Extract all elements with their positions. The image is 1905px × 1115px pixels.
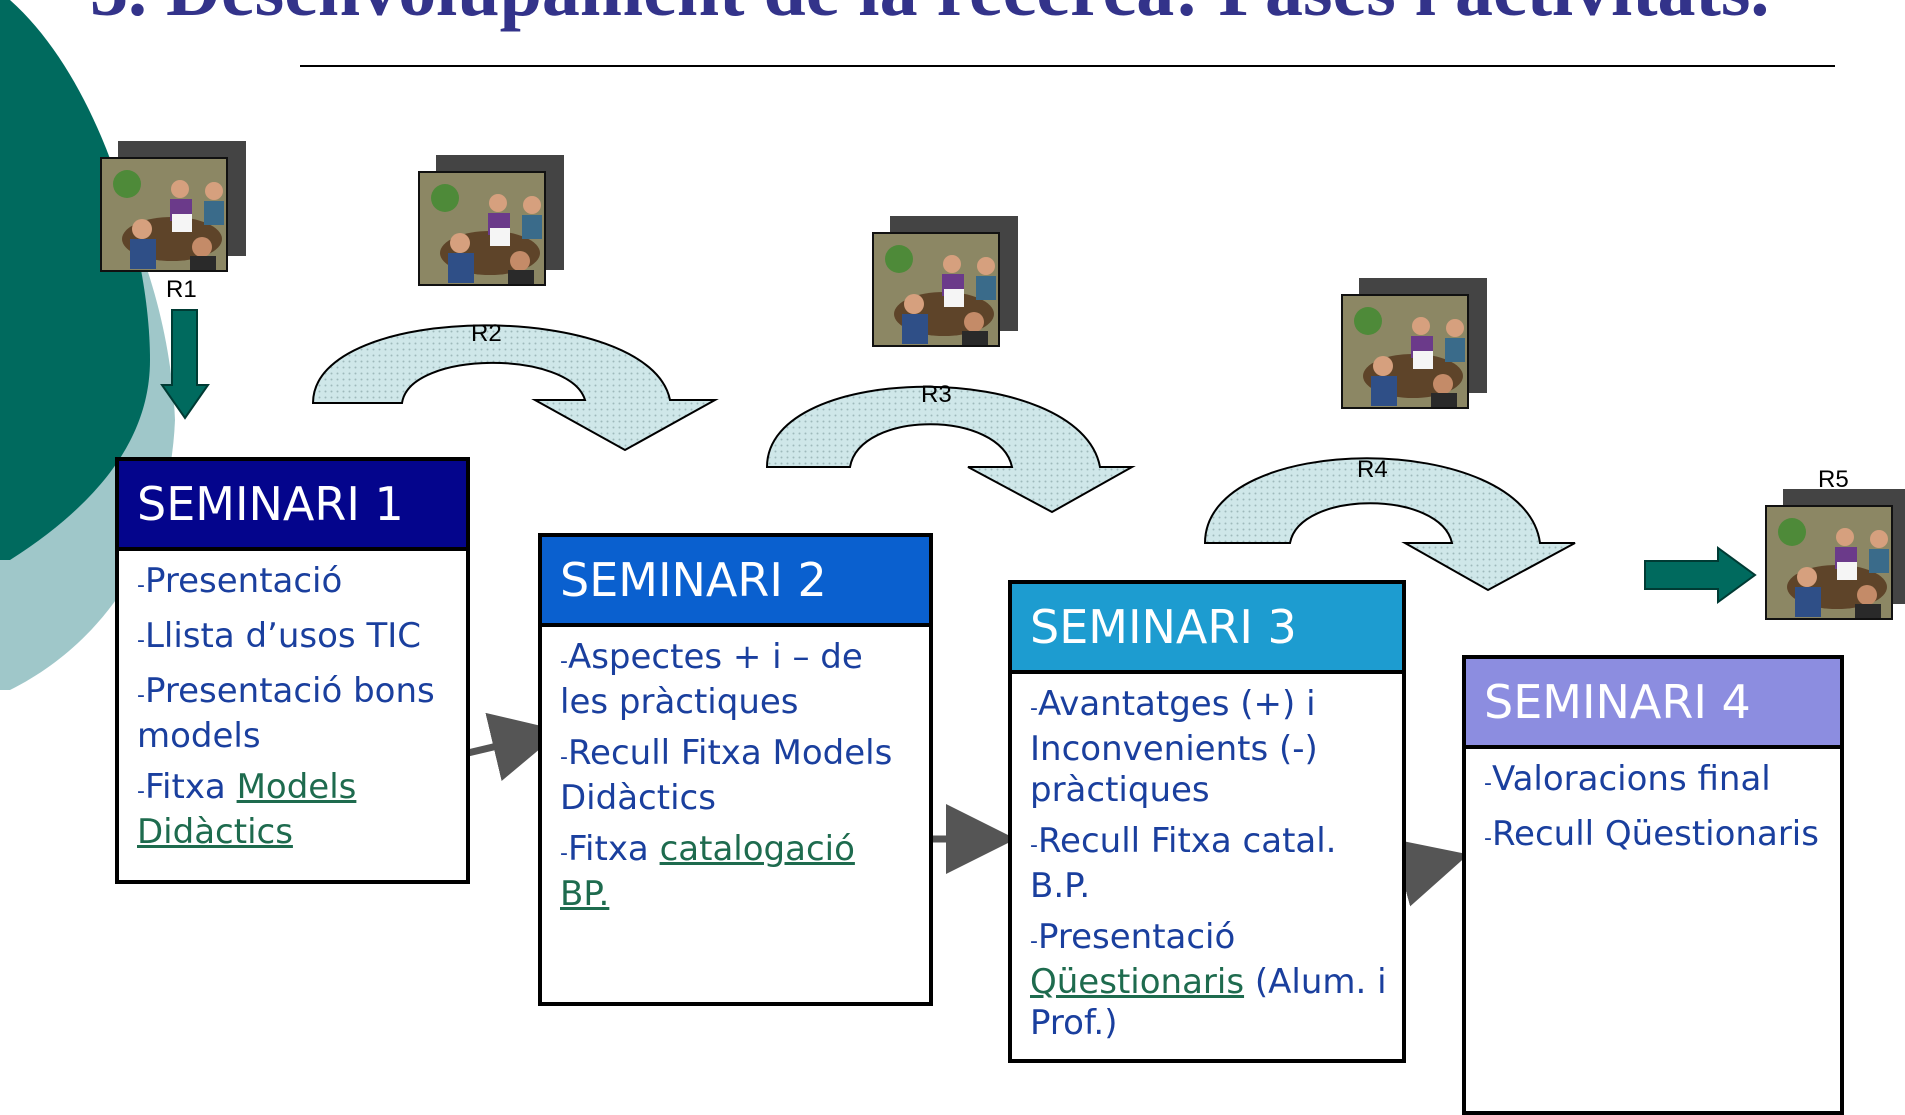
seminari-3-box: SEMINARI 3 -Avantatges (+) i Inconvenien…: [1008, 580, 1406, 1063]
seminari-title: SEMINARI 4: [1466, 659, 1840, 749]
item-text: Presentació: [1037, 917, 1236, 957]
item-dash: -: [137, 683, 145, 708]
models-didactics-link[interactable]: Models Didàctics: [137, 767, 357, 852]
item-text: Presentació: [144, 561, 343, 601]
item-text: Fitxa: [144, 767, 237, 807]
seminari-item: -Fitxa catalogació BP.: [560, 829, 915, 915]
meeting-photo-r4: [1341, 278, 1487, 409]
meeting-label-r1: R1: [166, 276, 197, 303]
meeting-photo-icon: [1341, 294, 1469, 409]
meeting-photo-icon: [1765, 505, 1893, 620]
item-dash: -: [560, 745, 568, 770]
meeting-label-r4: R4: [1357, 456, 1388, 483]
meeting-photo-r5: [1765, 489, 1905, 620]
item-text: Recull Fitxa catal. B.P.: [1030, 821, 1337, 906]
seminari-item: -Recull Qüestionaris: [1484, 814, 1826, 859]
catalogacio-bp-link[interactable]: catalogació BP.: [560, 829, 855, 914]
seminari-items: -Avantatges (+) i Inconvenients (-) pràc…: [1012, 674, 1402, 1044]
dark-teal-arc: [0, 0, 150, 560]
meeting-photo-icon: [872, 232, 1000, 347]
item-dash: -: [137, 573, 145, 598]
r2-curved-arrow: [311, 324, 719, 452]
seminari-item: -Aspectes + i – de les pràctiques: [560, 637, 915, 723]
item-text: Presentació bons models: [137, 671, 435, 756]
meeting-photo-r2: [418, 155, 564, 286]
seminari-item: -Valoracions final: [1484, 759, 1826, 804]
item-dash: -: [1030, 929, 1038, 954]
seminari-1-box: SEMINARI 1 -Presentació -Llista d’usos T…: [115, 457, 470, 884]
seminari-title: SEMINARI 2: [542, 537, 929, 627]
seminari-item: -Fitxa Models Didàctics: [137, 767, 452, 853]
seminari-item: -Recull Fitxa Models Didàctics: [560, 733, 915, 819]
r1-down-arrow: [160, 309, 210, 420]
questionaris-link[interactable]: Qüestionaris: [1030, 962, 1245, 1002]
seminari-2-box: SEMINARI 2 -Aspectes + i – de les pràcti…: [538, 533, 933, 1006]
item-text: Fitxa: [567, 829, 660, 869]
seminari-title: SEMINARI 1: [119, 461, 466, 551]
seminari-item: -Recull Fitxa catal. B.P.: [1030, 821, 1388, 907]
item-dash: -: [1030, 833, 1038, 858]
meeting-photo-r3: [872, 216, 1018, 347]
meeting-photo-r1: [100, 141, 246, 272]
item-dash: -: [560, 649, 568, 674]
item-text: Recull Fitxa Models Didàctics: [560, 733, 893, 818]
item-dash: -: [1030, 696, 1038, 721]
seminari-title: SEMINARI 3: [1012, 584, 1402, 674]
seminari-item: -Avantatges (+) i Inconvenients (-) pràc…: [1030, 684, 1388, 811]
item-text-after: (Alum. i Prof.): [1030, 962, 1387, 1043]
item-text: Recull Qüestionaris: [1491, 814, 1819, 854]
item-dash: -: [1484, 826, 1492, 851]
item-text: Aspectes + i – de les pràctiques: [560, 637, 863, 722]
meeting-label-r5: R5: [1818, 466, 1849, 493]
seminari-item: -Presentació: [137, 561, 452, 606]
slide-title: 3. Desenvolupament de la recerca: Fases …: [90, 0, 1905, 28]
meeting-photo-icon: [418, 171, 546, 286]
r3-curved-arrow: [765, 385, 1136, 514]
title-rule: [300, 65, 1835, 67]
item-dash: -: [560, 841, 568, 866]
seminari-items: -Presentació -Llista d’usos TIC -Present…: [119, 551, 466, 853]
item-text: Valoracions final: [1491, 759, 1771, 799]
seminari-items: -Valoracions final -Recull Qüestionaris: [1466, 749, 1840, 859]
meeting-photo-icon: [100, 157, 228, 272]
r5-right-arrow: [1644, 546, 1757, 604]
seminari-item: -Presentació bons models: [137, 671, 452, 757]
seminari-item: -Llista d’usos TIC: [137, 616, 452, 661]
item-dash: -: [137, 628, 145, 653]
seminari-item: -Presentació Qüestionaris (Alum. i Prof.…: [1030, 917, 1388, 1044]
r4-curved-arrow: [1203, 457, 1576, 592]
item-dash: -: [137, 779, 145, 804]
item-text: Llista d’usos TIC: [144, 616, 421, 656]
seminari-4-box: SEMINARI 4 -Valoracions final -Recull Qü…: [1462, 655, 1844, 1115]
meeting-label-r3: R3: [921, 381, 952, 408]
meeting-label-r2: R2: [471, 320, 502, 347]
seminari-items: -Aspectes + i – de les pràctiques -Recul…: [542, 627, 929, 915]
item-dash: -: [1484, 771, 1492, 796]
item-text: Avantatges (+) i Inconvenients (-) pràct…: [1030, 684, 1318, 810]
